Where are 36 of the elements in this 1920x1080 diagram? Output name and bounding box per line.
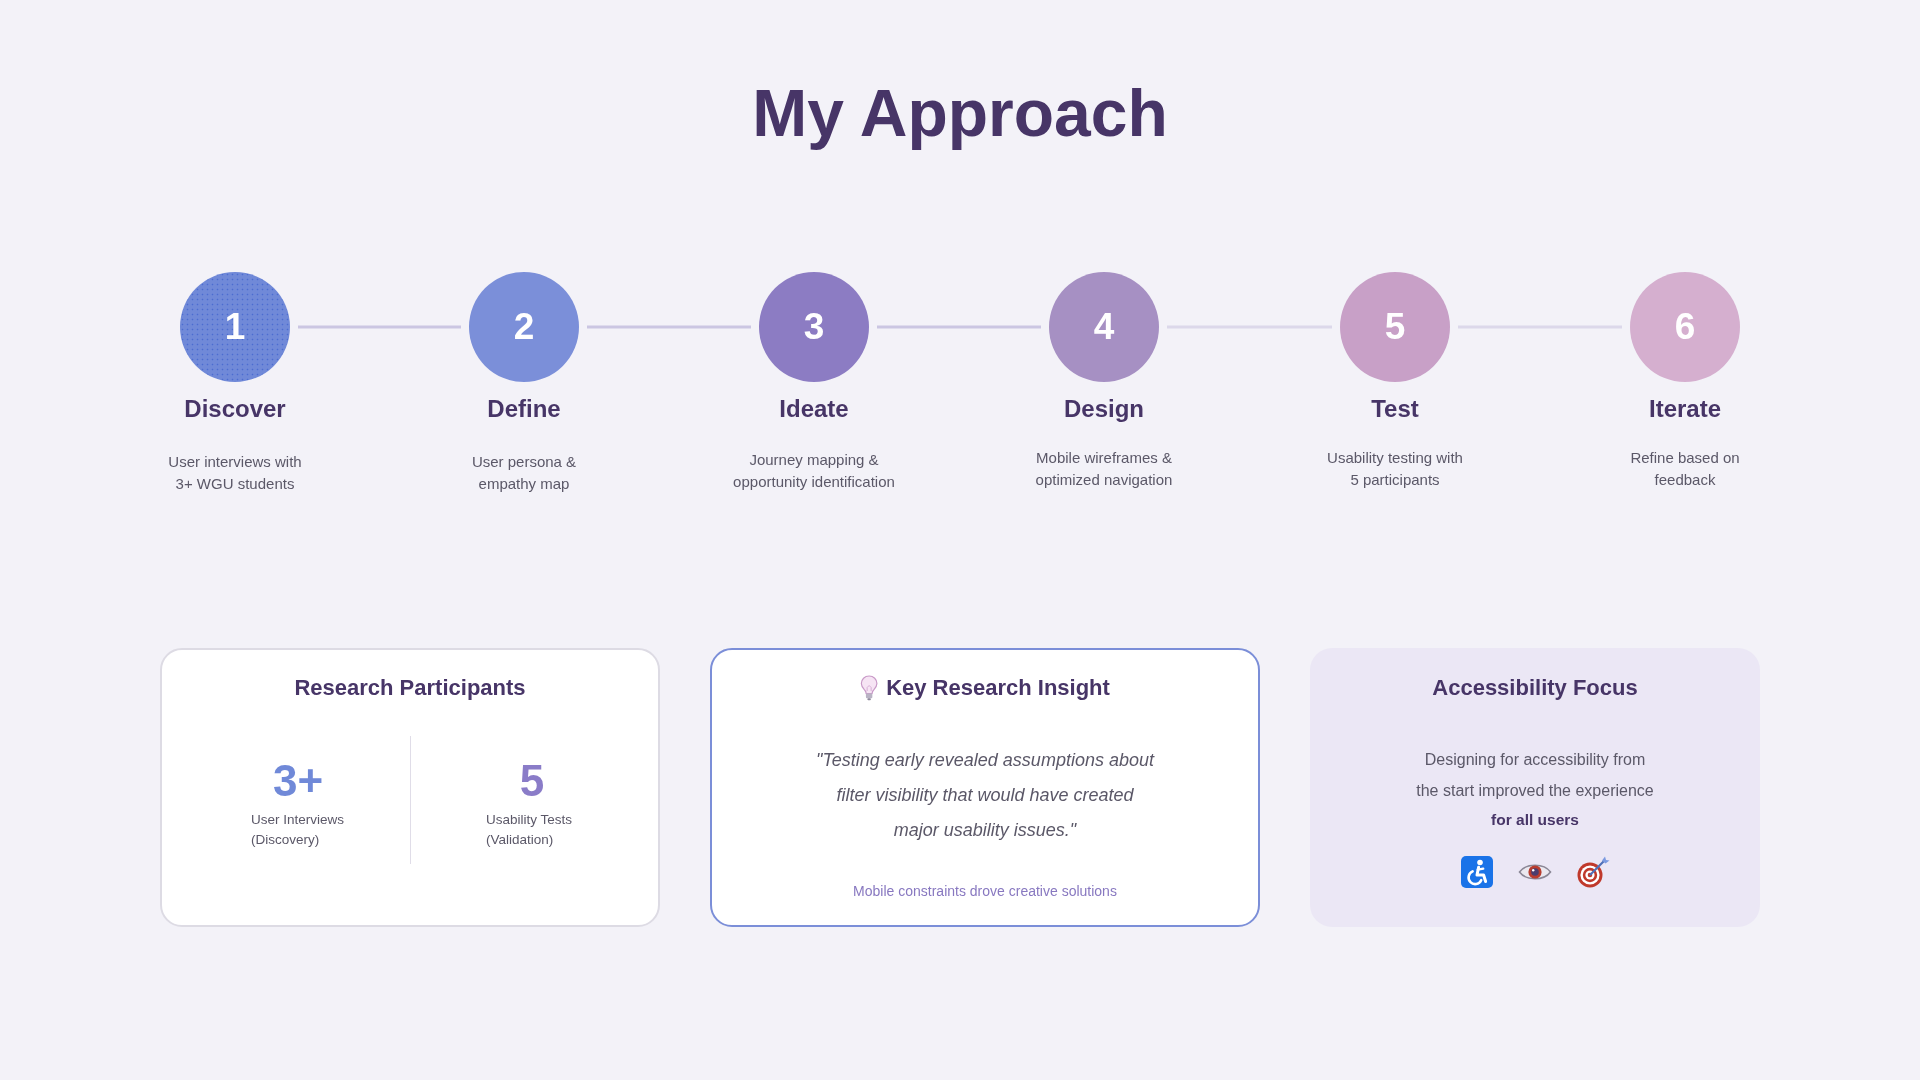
card-heading: Research Participants: [294, 674, 526, 702]
step-number: 1: [224, 307, 246, 347]
quote-text: "Testing early revealed assumptions about filter visibility that would have created major usability issues.": [815, 749, 1156, 842]
step-number: 3: [803, 307, 825, 347]
step-title: Iterate: [1649, 395, 1721, 423]
step-number: 5: [1384, 307, 1406, 347]
highlight-text: for all users: [1491, 810, 1579, 830]
connector-line: [587, 325, 751, 329]
stat-label: User Interviews (Discovery): [251, 811, 346, 849]
info-card: [1310, 648, 1760, 927]
insight-card: [710, 648, 1260, 927]
stats-card: [160, 648, 660, 927]
step-number: 4: [1093, 307, 1115, 347]
step-number: 6: [1674, 307, 1696, 347]
step-title: Discover: [184, 395, 286, 423]
step-description: Usability testing with 5 participants: [1326, 448, 1464, 490]
connector-line: [877, 325, 1041, 329]
connector-line: [298, 325, 461, 329]
stat-number: 3+: [272, 756, 324, 806]
step-number: 2: [513, 307, 535, 347]
page-title: My Approach: [752, 75, 1168, 151]
step-description: User interviews with 3+ WGU students: [167, 452, 303, 494]
step-description: User persona & empathy map: [470, 452, 578, 494]
step-description: Mobile wireframes & optimized navigation: [1034, 448, 1174, 490]
step-title: Ideate: [779, 395, 849, 423]
step-description: Journey mapping & opportunity identification: [732, 450, 896, 492]
step-title: Define: [487, 395, 561, 423]
step-title: Design: [1064, 395, 1144, 423]
caption-text: Mobile constraints drove creative solutions: [853, 882, 1117, 900]
stat-label: Usability Tests (Validation): [486, 811, 574, 849]
stat-number: 5: [519, 756, 545, 806]
card-heading: Key Research Insight: [886, 674, 1110, 702]
step-description: Refine based on feedback: [1629, 448, 1741, 490]
body-text: Designing for accessibility from the start improved the experience: [1415, 750, 1655, 801]
step-title: Test: [1371, 395, 1419, 423]
card-heading: Accessibility Focus: [1432, 674, 1638, 702]
